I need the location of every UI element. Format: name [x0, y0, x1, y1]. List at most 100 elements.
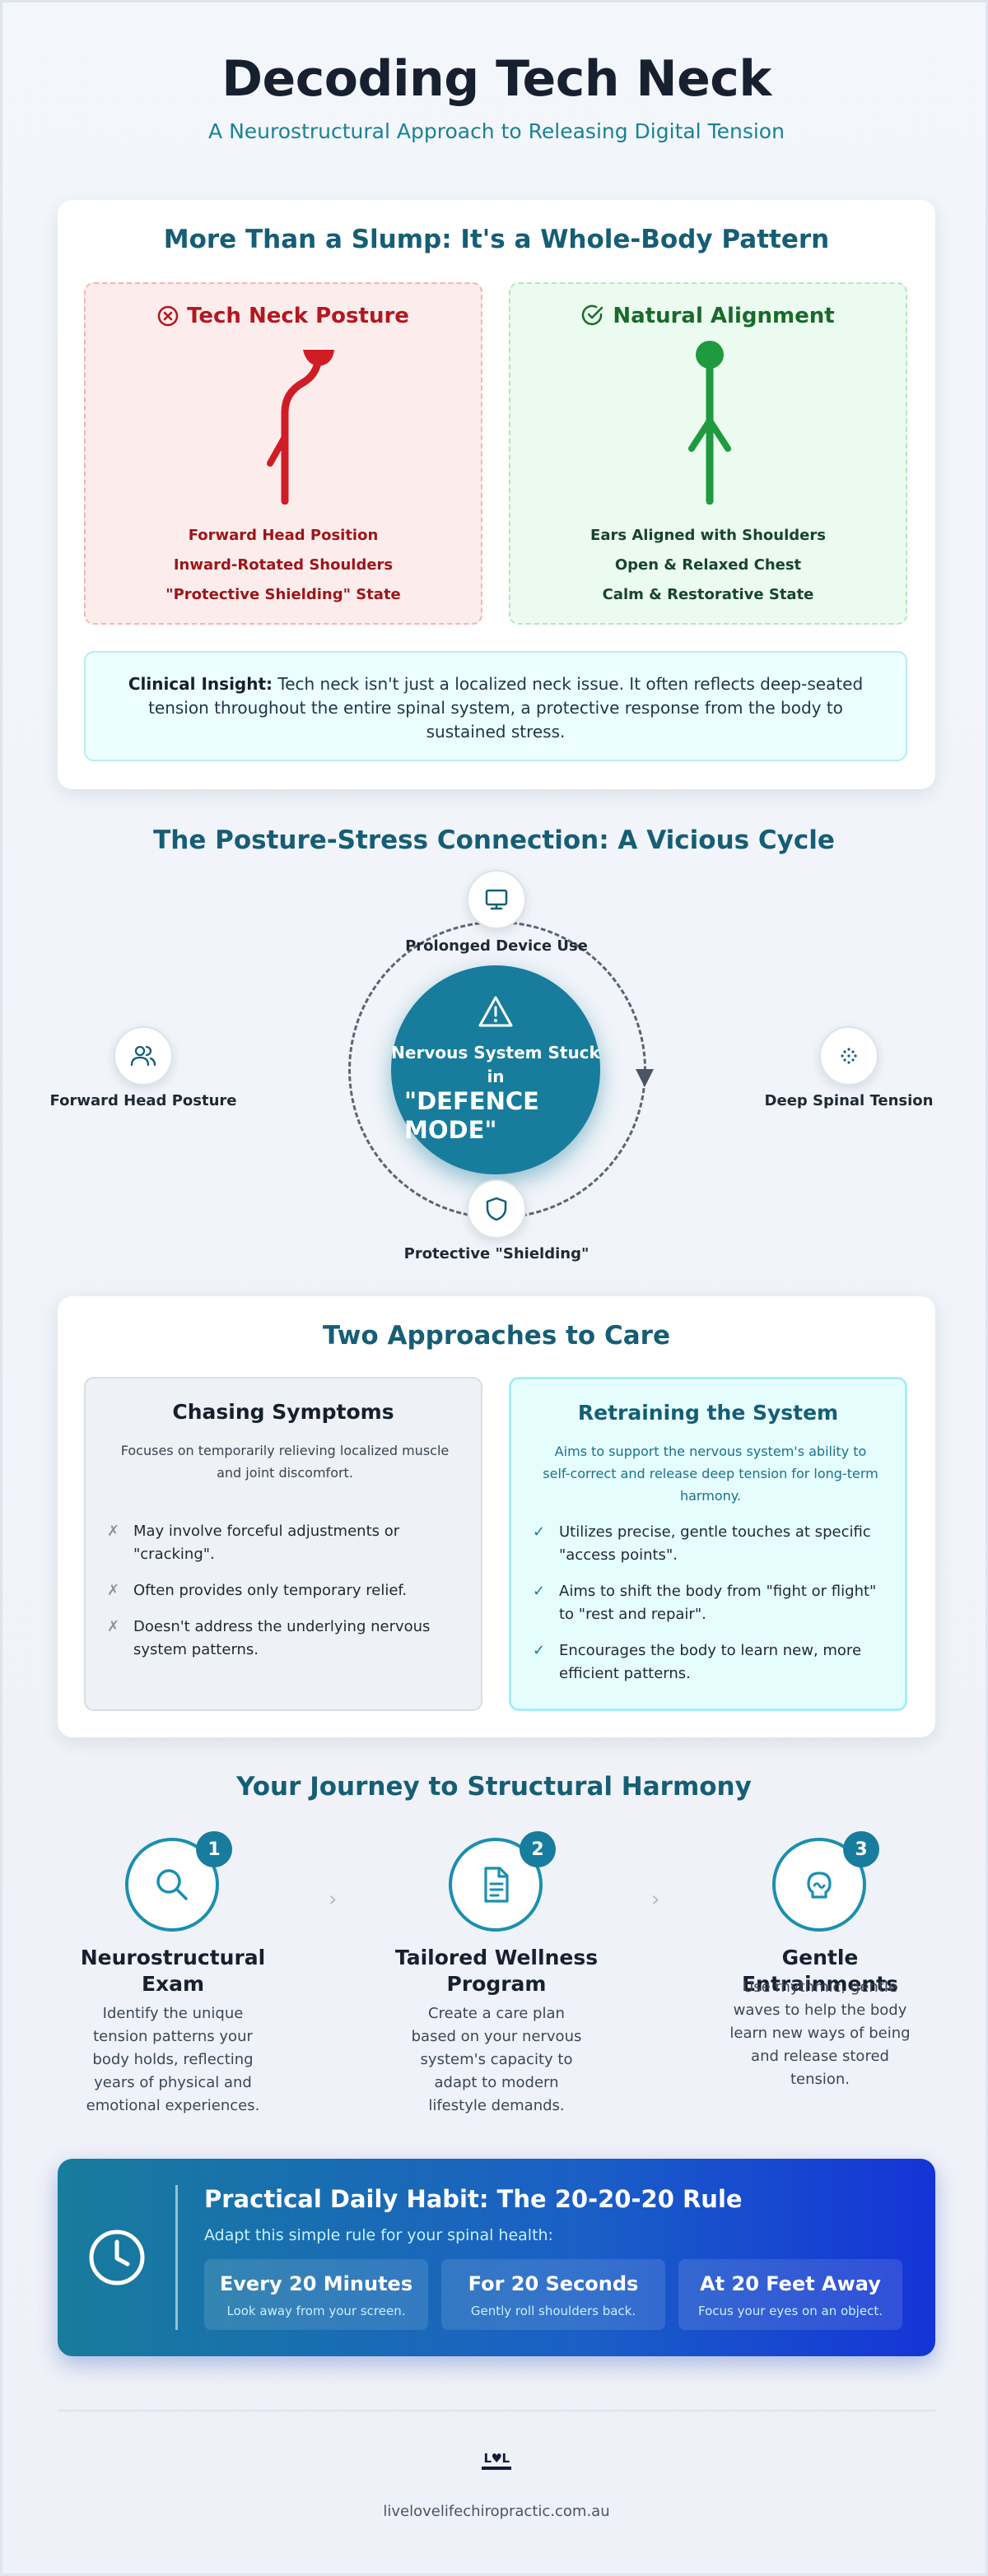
users-icon — [130, 1045, 156, 1067]
website-url[interactable]: livelovelifechiropractic.com.au — [383, 2503, 610, 2520]
approaches-section-title: Two Approaches to Care — [323, 1321, 670, 1351]
clinical-insight-text: Tech neck isn't just a localized neck is… — [148, 674, 864, 742]
retraining-system-description: Aims to support the nervous system's abi… — [543, 1444, 878, 1504]
natural-alignment-traits: Ears Aligned with Shoulders Open & Relax… — [510, 521, 906, 610]
pattern-section-title: More Than a Slump: It's a Whole-Body Pat… — [163, 225, 830, 254]
node-label-shielding: Protective "Shielding" — [403, 1245, 590, 1262]
retraining-system-heading: Retraining the System — [577, 1401, 839, 1425]
chasing-symptoms-list: ✗ May involve forceful adjustments or "cr… — [107, 1520, 463, 1675]
rule-every-20-minutes: Every 20 Minutes Look away from your scr… — [204, 2259, 428, 2330]
step-title: Tailored Wellness Program — [394, 1946, 599, 1996]
trait-item: Inward-Rotated Shoulders — [173, 556, 394, 574]
trait-item: Calm & Restorative State — [602, 586, 814, 603]
chasing-symptoms-description: Focuses on temporarily relieving localiz… — [120, 1443, 450, 1481]
rule-heading: At 20 Feet Away — [700, 2272, 881, 2295]
node-forward-head — [114, 1026, 173, 1086]
step-number-badge: 1 — [196, 1831, 232, 1867]
journey-section-title: Your Journey to Structural Harmony — [236, 1772, 752, 1802]
step-number-badge: 2 — [520, 1831, 556, 1867]
brand-logo-text: L♥L — [483, 2451, 510, 2466]
list-item: ✓ Utilizes precise, gentle touches at spe… — [533, 1521, 888, 1567]
habit-subtitle: Adapt this simple rule for your spinal h… — [204, 2226, 553, 2244]
shield-icon — [486, 1197, 507, 1221]
trait-item: "Protective Shielding" State — [165, 586, 401, 603]
natural-alignment-heading-label: Natural Alignment — [613, 304, 835, 328]
tech-neck-heading: Tech Neck Posture — [86, 304, 481, 328]
chevron-right-icon: › — [651, 1887, 660, 1912]
page-title: Decoding Tech Neck — [221, 50, 771, 108]
tech-neck-heading-label: Tech Neck Posture — [187, 304, 409, 328]
list-item-text: Often provides only temporary relief. — [133, 1582, 408, 1599]
node-label-device-use: Prolonged Device Use — [405, 937, 588, 955]
x-mark-icon: ✗ — [107, 1523, 120, 1540]
rule-for-20-seconds: For 20 Seconds Gently roll shoulders bac… — [441, 2259, 665, 2330]
trait-item: Forward Head Position — [188, 527, 379, 544]
retraining-system-list: ✓ Utilizes precise, gentle touches at spe… — [533, 1521, 888, 1699]
step-description: Use rhythmic, gentle waves to help the b… — [729, 1978, 911, 2088]
cycle-arrow-icon — [636, 1069, 654, 1087]
tech-neck-traits: Forward Head Position Inward-Rotated Sho… — [86, 521, 481, 610]
search-icon — [156, 1869, 188, 1900]
rule-detail: Gently roll shoulders back. — [470, 2304, 636, 2318]
step-number-badge: 3 — [843, 1831, 879, 1867]
cycle-section-title: The Posture-Stress Connection: A Vicious… — [153, 825, 835, 855]
rule-at-20-feet: At 20 Feet Away Focus your eyes on an ob… — [678, 2259, 902, 2330]
clinical-insight-label: Clinical Insight: — [128, 674, 273, 694]
check-circle-icon — [582, 305, 604, 326]
rule-heading: Every 20 Minutes — [219, 2272, 413, 2295]
list-item: ✗ Doesn't address the underlying nervous … — [107, 1616, 463, 1662]
warning-triangle-icon — [478, 996, 513, 1027]
trait-item: Open & Relaxed Chest — [614, 556, 802, 574]
check-mark-icon: ✓ — [533, 1583, 546, 1600]
chevron-right-icon: › — [329, 1887, 338, 1912]
rule-heading: For 20 Seconds — [468, 2272, 639, 2295]
tech-neck-posture-panel: Tech Neck Posture Forward Head Position … — [84, 282, 482, 625]
list-item: ✓ Aims to shift the body from "fight or f… — [533, 1580, 888, 1626]
core-headline: "DEFENCE MODE" — [404, 1087, 539, 1144]
list-item: ✗ May involve forceful adjustments or "cr… — [107, 1520, 463, 1566]
list-item: ✓ Encourages the body to learn new, more … — [533, 1639, 888, 1686]
defence-mode-core: Nervous System Stuck in "DEFENCE MODE" — [391, 965, 600, 1174]
rule-detail: Focus your eyes on an object. — [698, 2304, 883, 2318]
x-mark-icon: ✗ — [107, 1618, 120, 1635]
trait-item: Ears Aligned with Shoulders — [590, 527, 826, 544]
dotted-tension-icon — [841, 1048, 857, 1064]
upright-posture-figure — [688, 341, 731, 505]
list-item-text: Utilizes precise, gentle touches at spec… — [559, 1523, 871, 1564]
core-caption: Nervous System Stuck in — [391, 1043, 600, 1086]
clinical-insight-box: Clinical Insight: Tech neck isn't just a… — [84, 651, 907, 761]
footer-divider — [58, 2410, 935, 2411]
clock-icon — [89, 2230, 145, 2285]
chasing-symptoms-panel: Chasing Symptoms Focuses on temporarily … — [84, 1377, 482, 1711]
node-shielding — [467, 1179, 526, 1239]
step-description: Create a care plan based on your nervous… — [411, 2005, 582, 2114]
list-item-text: May involve forceful adjustments or "cra… — [133, 1523, 400, 1563]
step-title: Gentle Entrainments — [741, 1946, 899, 1996]
check-mark-icon: ✓ — [533, 1642, 546, 1659]
retraining-system-panel: Retraining the System Aims to support th… — [509, 1377, 907, 1711]
check-mark-icon: ✓ — [533, 1523, 546, 1541]
daily-habit-banner: Practical Daily Habit: The 20-20-20 Rule… — [58, 2159, 935, 2356]
rule-detail: Look away from your screen. — [226, 2304, 406, 2318]
list-item-text: Encourages the body to learn new, more e… — [559, 1642, 862, 1682]
natural-alignment-panel: Natural Alignment Ears Aligned with Shou… — [509, 282, 907, 625]
approaches-card: Two Approaches to Care Chasing Symptoms … — [58, 1296, 935, 1737]
node-label-spinal-tension: Deep Spinal Tension — [764, 1092, 934, 1109]
natural-alignment-heading: Natural Alignment — [510, 304, 906, 328]
brand-logo-band — [482, 2467, 511, 2470]
step-description: Identify the unique tension patterns you… — [86, 2005, 260, 2114]
monitor-icon — [485, 889, 508, 910]
list-item: ✗ Often provides only temporary relief. — [107, 1579, 463, 1602]
slumped-posture-figure — [267, 350, 334, 505]
whole-body-pattern-card: More Than a Slump: It's a Whole-Body Pat… — [58, 200, 935, 789]
list-item-text: Doesn't address the underlying nervous s… — [133, 1618, 431, 1658]
habit-divider — [175, 2185, 178, 2330]
node-device-use — [467, 870, 526, 929]
brand-logo: L♥L — [478, 2451, 515, 2476]
habit-title: Practical Daily Habit: The 20-20-20 Rule — [204, 2185, 743, 2213]
x-mark-icon: ✗ — [107, 1582, 120, 1599]
step-title: Neurostructural Exam — [80, 1946, 266, 1996]
node-spinal-tension — [819, 1026, 878, 1086]
list-item-text: Aims to shift the body from "fight or fl… — [559, 1583, 877, 1623]
